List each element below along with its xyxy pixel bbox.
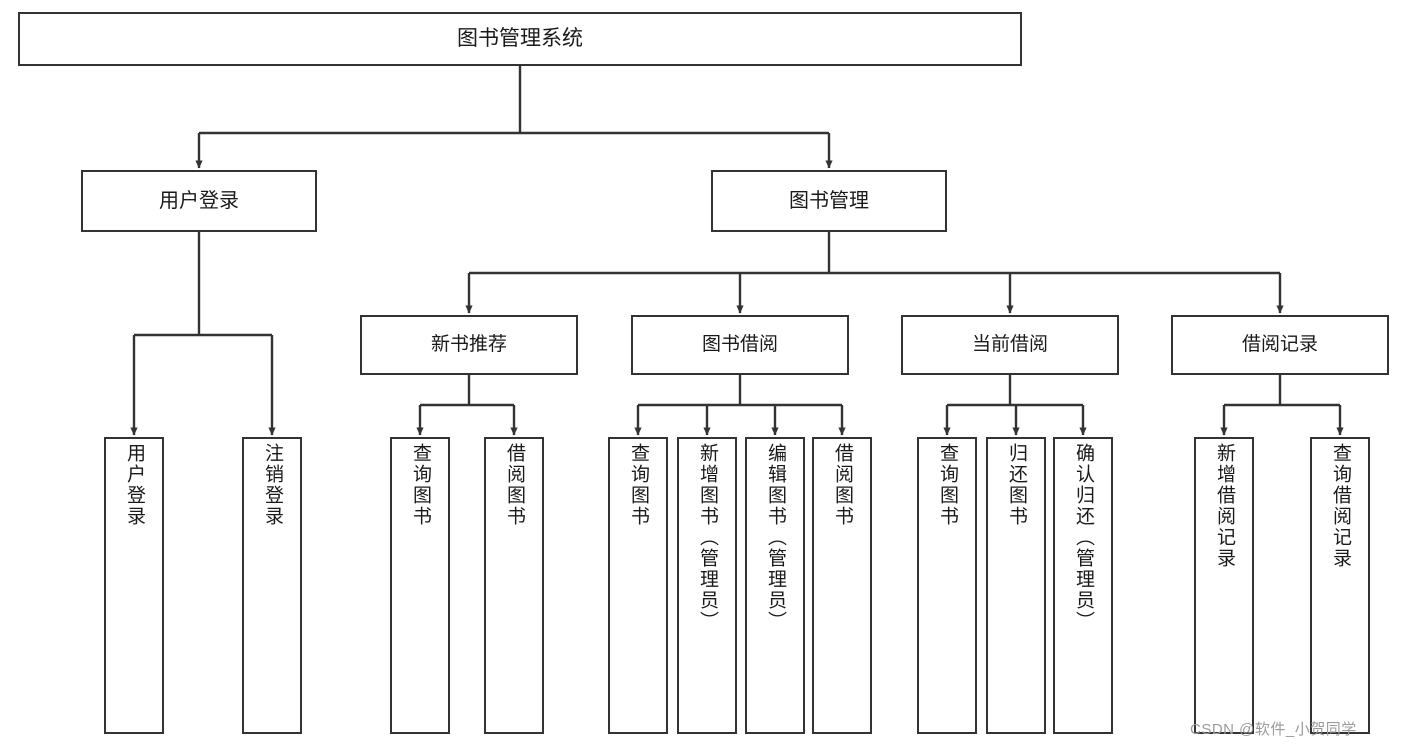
node-leaf-query-borrow-record[interactable]: 查询借阅记录	[1310, 437, 1370, 734]
node-leaf-rec-query-book[interactable]: 查询图书	[390, 437, 450, 734]
node-label: 新书推荐	[430, 333, 507, 355]
node-book-admin[interactable]: 图书管理	[711, 170, 947, 232]
node-leaf-borrow-book[interactable]: 借阅图书	[812, 437, 872, 734]
node-leaf-cur-query-book[interactable]: 查询图书	[917, 437, 977, 734]
node-label: 借阅图书	[503, 443, 525, 527]
node-label: 图书管理系统	[457, 27, 583, 51]
node-label: 借阅记录	[1241, 333, 1318, 355]
node-label: 确认归还（管理员）	[1072, 443, 1094, 632]
node-leaf-logout[interactable]: 注销登录	[242, 437, 302, 734]
node-label: 图书管理	[789, 190, 869, 212]
node-label: 当前借阅	[971, 333, 1048, 355]
node-label: 新增图书（管理员）	[696, 443, 718, 632]
node-leaf-user-login[interactable]: 用户登录	[104, 437, 164, 734]
node-user-login[interactable]: 用户登录	[81, 170, 317, 232]
node-current-borrow[interactable]: 当前借阅	[901, 315, 1119, 375]
node-label: 查询图书	[936, 443, 958, 527]
node-label: 新增借阅记录	[1213, 443, 1235, 569]
node-label: 查询图书	[409, 443, 431, 527]
node-book-borrow[interactable]: 图书借阅	[631, 315, 849, 375]
node-label: 用户登录	[159, 190, 239, 212]
node-label: 查询借阅记录	[1329, 443, 1351, 569]
node-leaf-add-book-admin[interactable]: 新增图书（管理员）	[677, 437, 737, 734]
node-borrow-record[interactable]: 借阅记录	[1171, 315, 1389, 375]
node-label: 注销登录	[261, 443, 283, 527]
node-label: 用户登录	[123, 443, 145, 527]
node-label: 查询图书	[627, 443, 649, 527]
node-leaf-confirm-return-admin[interactable]: 确认归还（管理员）	[1053, 437, 1113, 734]
node-leaf-return-book[interactable]: 归还图书	[986, 437, 1046, 734]
node-leaf-add-borrow-record[interactable]: 新增借阅记录	[1194, 437, 1254, 734]
node-leaf-borrow-query-book[interactable]: 查询图书	[608, 437, 668, 734]
node-leaf-rec-borrow-book[interactable]: 借阅图书	[484, 437, 544, 734]
node-new-book-rec[interactable]: 新书推荐	[360, 315, 578, 375]
node-label: 借阅图书	[831, 443, 853, 527]
node-label: 归还图书	[1005, 443, 1027, 527]
node-leaf-edit-book-admin[interactable]: 编辑图书（管理员）	[745, 437, 805, 734]
node-root[interactable]: 图书管理系统	[18, 12, 1022, 66]
watermark-label: CSDN @软件_小贺同学	[1190, 721, 1357, 738]
node-label: 图书借阅	[701, 333, 778, 355]
node-label: 编辑图书（管理员）	[764, 443, 786, 632]
